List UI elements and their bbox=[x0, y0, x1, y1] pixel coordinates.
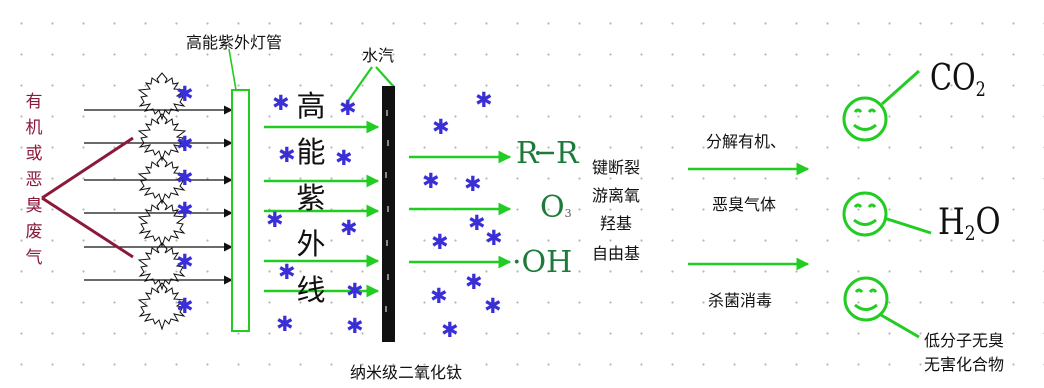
ozone-subscript: 3 bbox=[564, 207, 572, 220]
uv-light-char: 外 bbox=[296, 227, 326, 261]
particle-star: ✱ bbox=[278, 143, 296, 167]
particle-star: ✱ bbox=[176, 166, 194, 190]
particle-star: ✱ bbox=[276, 312, 294, 336]
radical-ozone: O3 bbox=[540, 190, 572, 225]
tio2-label: 纳米级二氧化钛 bbox=[350, 363, 463, 382]
particle-star: ✱ bbox=[475, 88, 493, 112]
water-vapor-label: 水汽 bbox=[362, 46, 395, 65]
particle-star: ✱ bbox=[272, 91, 290, 115]
product-h2o: H2O bbox=[938, 202, 1001, 245]
tio2-plate-marks bbox=[385, 110, 389, 312]
low-molecule-pointer bbox=[880, 313, 920, 339]
uv-light-char: 高 bbox=[296, 89, 326, 123]
particle-star: ✱ bbox=[346, 314, 364, 338]
effect-decompose-line1: 分解有机、 bbox=[706, 132, 787, 151]
particle-star: ✱ bbox=[484, 294, 502, 318]
radical-r-left: R bbox=[516, 136, 539, 171]
product-co2: CO2 bbox=[930, 58, 986, 101]
mechanism-free-radical: 自由基 bbox=[592, 244, 641, 263]
mechanism-free-oxygen: 游离氧 bbox=[592, 186, 641, 205]
particle-star: ✱ bbox=[176, 198, 194, 222]
tio2-plate bbox=[382, 86, 395, 342]
effect-decompose-line2: 恶臭气体 bbox=[712, 195, 777, 214]
radical-r-right: R bbox=[556, 136, 579, 171]
effect-sterilize: 杀菌消毒 bbox=[708, 291, 773, 310]
particle-star: ✱ bbox=[335, 146, 353, 170]
product-low-molecule-line1: 低分子无臭 bbox=[924, 331, 1005, 350]
ozone-o: O bbox=[540, 190, 565, 225]
burst-shape bbox=[137, 156, 187, 205]
input-gas-char: 废 bbox=[25, 222, 43, 242]
particle-star: ✱ bbox=[278, 260, 296, 284]
input-gas-char: 恶 bbox=[25, 170, 43, 190]
h2o-h: H bbox=[938, 202, 965, 243]
input-gas-char: 或 bbox=[25, 144, 43, 164]
mechanism-hydroxyl: 羟基 bbox=[600, 214, 633, 233]
particle-star: ✱ bbox=[176, 294, 194, 318]
uv-light-char: 能 bbox=[296, 135, 326, 169]
co2-pointer bbox=[881, 69, 920, 106]
input-gas-char: 有 bbox=[25, 92, 43, 112]
burst-shape bbox=[137, 199, 187, 248]
particle-star: ✱ bbox=[441, 318, 459, 342]
uv-lamp-pointer bbox=[228, 48, 237, 91]
particle-star: ✱ bbox=[422, 169, 440, 193]
particle-star: ✱ bbox=[465, 270, 483, 294]
uv-lamp-label: 高能紫外灯管 bbox=[186, 33, 283, 52]
particle-star: ✱ bbox=[432, 115, 450, 139]
bond-dot bbox=[536, 151, 540, 155]
co2-text: CO bbox=[930, 58, 976, 99]
burst-shape bbox=[137, 72, 187, 121]
input-gas-char: 臭 bbox=[25, 196, 43, 216]
particle-star: ✱ bbox=[176, 82, 194, 106]
uv-lamp-tube bbox=[231, 89, 250, 332]
particle-star: ✱ bbox=[339, 96, 357, 120]
particle-star: ✱ bbox=[340, 216, 358, 240]
h2o-o: O bbox=[975, 202, 1001, 243]
input-gas-label: 有 机 或 恶 臭 废 气 bbox=[22, 94, 46, 276]
burst-shape bbox=[137, 242, 187, 291]
mechanism-bond-break: 键断裂 bbox=[592, 158, 641, 177]
uv-light-char: 紫 bbox=[296, 181, 326, 215]
burst-shape bbox=[137, 113, 187, 162]
uv-light-char: 线 bbox=[296, 273, 326, 307]
h2o-subscript: 2 bbox=[964, 221, 976, 245]
input-gas-char: 气 bbox=[25, 248, 43, 268]
particle-star: ✱ bbox=[346, 279, 364, 303]
particle-star: ✱ bbox=[464, 172, 482, 196]
input-gas-char: 机 bbox=[25, 118, 43, 138]
uv-light-label: 高 能 紫 外 线 bbox=[293, 92, 329, 322]
co2-subscript: 2 bbox=[975, 77, 986, 101]
particle-star: ✱ bbox=[176, 250, 194, 274]
smiley-face-3 bbox=[843, 276, 889, 322]
burst-shape bbox=[137, 282, 187, 331]
particle-star: ✱ bbox=[431, 230, 449, 254]
particle-star: ✱ bbox=[485, 226, 503, 250]
particle-star: ✱ bbox=[176, 132, 194, 156]
product-low-molecule-line2: 无害化合物 bbox=[924, 355, 1005, 374]
burst-shapes bbox=[137, 72, 187, 331]
smiley-face-1 bbox=[842, 96, 888, 142]
particle-star: ✱ bbox=[430, 284, 448, 308]
radical-hydroxyl: ·OH bbox=[512, 245, 573, 280]
input-fork-lines bbox=[41, 136, 134, 259]
h2o-pointer bbox=[883, 216, 932, 235]
particle-star: ✱ bbox=[266, 208, 284, 232]
smiley-face-2 bbox=[842, 191, 888, 237]
water-vapor-pointers bbox=[345, 66, 395, 105]
particle-star: ✱ bbox=[468, 211, 486, 235]
